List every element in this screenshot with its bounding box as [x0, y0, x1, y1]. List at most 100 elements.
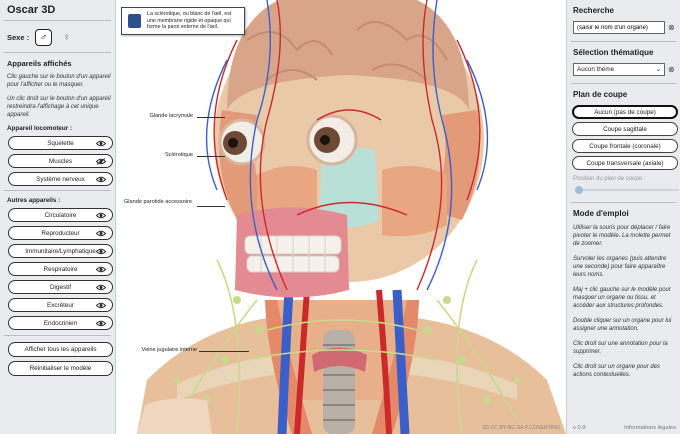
neck-muscle-right [372, 300, 419, 434]
slider-track [575, 189, 679, 191]
eye-icon[interactable] [95, 176, 107, 183]
label-jugular-vein: Veine jugulaire interne [141, 347, 197, 353]
eye-icon[interactable] [95, 266, 107, 273]
tooltip-text: La sclérotique, ou blanc de l'œil, est u… [147, 11, 232, 31]
eye-icon[interactable] [95, 140, 107, 147]
mode-heading: Mode d'emploi [573, 209, 629, 218]
search-heading: Recherche [573, 6, 614, 15]
teeth-lines [260, 236, 326, 272]
leader-line [197, 117, 225, 118]
mode-list: Utiliser la souris pour déplacer / faire… [571, 224, 676, 379]
slider-knob[interactable] [575, 186, 583, 194]
theme-value: Aucun thème [577, 66, 615, 73]
3d-viewport[interactable]: La sclérotique, ou blanc de l'œil, est u… [117, 0, 566, 434]
slider-label: Position du plan de coupe : [573, 176, 646, 182]
divider [4, 52, 111, 53]
anatomy-model[interactable] [117, 0, 566, 434]
cut-button-2[interactable]: Coupe frontale (coronale) [572, 139, 678, 153]
system-label: Système nerveux [36, 175, 85, 183]
leader-line [197, 206, 225, 207]
clear-theme-icon[interactable]: ⊗ [668, 65, 675, 74]
eye-icon[interactable] [95, 302, 107, 309]
credit-text: 3D CC BY-NC-SA P.COSENTINO [482, 425, 560, 431]
male-button[interactable]: ♂ [35, 29, 53, 46]
system-label: Excréteur [47, 301, 74, 309]
system-label: Digestif [50, 283, 71, 291]
brain [227, 0, 469, 110]
label-lacrimal-gland: Glande lacrymale [149, 113, 193, 119]
system-label: Endocrinien [43, 319, 78, 327]
hand [137, 398, 212, 434]
clear-search-icon[interactable]: ⊗ [668, 23, 675, 32]
eye-icon[interactable] [95, 212, 107, 219]
system-toggle-reproducteur[interactable]: Reproducteur [8, 226, 113, 240]
system-toggle-muscles[interactable]: Muscles [8, 154, 113, 168]
instruction-text: Clic droit sur une annotation pour la su… [573, 341, 668, 355]
divider [4, 335, 111, 336]
reset-model-button[interactable]: Réinitialiser le modèle [8, 361, 113, 376]
system-toggle-circulatoire[interactable]: Circulatoire [8, 208, 113, 222]
jugular-right [392, 289, 410, 434]
show-all-button[interactable]: Afficher tous les appareils [8, 342, 113, 357]
leader-line [197, 156, 225, 157]
help-text-2: Un clic droit sur le bouton d'un apparei… [7, 96, 111, 118]
legal-link[interactable]: Informations légales [624, 425, 676, 431]
system-label: Immunitaire/Lymphatique [25, 247, 96, 255]
app-title: Oscar 3D [7, 4, 56, 16]
divider [571, 83, 676, 84]
divider [4, 20, 111, 21]
theme-select[interactable]: Aucun thème ⌄ [573, 63, 665, 76]
female-button[interactable]: ♀ [58, 29, 75, 46]
system-toggle-endocrinien[interactable]: Endocrinien [8, 316, 113, 330]
divider [571, 202, 676, 203]
right-panel: Recherche ⊗ Sélection thématique Aucun t… [566, 0, 680, 434]
chevron-down-icon: ⌄ [655, 66, 661, 73]
veins [205, 0, 489, 291]
brain-gyri [246, 21, 448, 81]
system-label: Respiratoire [43, 265, 78, 273]
cut-button-1[interactable]: Coupe sagittale [572, 122, 678, 136]
system-label: Muscles [48, 157, 73, 165]
divider [4, 190, 111, 191]
pupil-left [228, 138, 238, 148]
system-toggle-respiratoire[interactable]: Respiratoire [8, 262, 113, 276]
leader-line [199, 351, 249, 352]
eye-icon[interactable] [95, 320, 107, 327]
theme-row: Aucun thème ⌄ ⊗ [573, 63, 676, 76]
male-icon: ♂ [39, 32, 48, 43]
person-icon [128, 14, 141, 28]
search-input[interactable] [573, 21, 665, 34]
system-toggle-digestif[interactable]: Digestif [8, 280, 113, 294]
system-toggle-squelette[interactable]: Squelette [8, 136, 113, 150]
theme-heading: Sélection thématique [573, 48, 654, 57]
jugular-left [277, 289, 294, 434]
system-toggle-syst-me-nerveux[interactable]: Système nerveux [8, 172, 113, 186]
sex-label: Sexe : [7, 33, 30, 42]
other-heading: Autres appareils : [7, 197, 61, 204]
carotid-left [294, 289, 310, 434]
system-label: Reproducteur [41, 229, 80, 237]
system-toggle-immunitaire-lymphatique[interactable]: Immunitaire/Lymphatique [8, 244, 113, 258]
arteries [213, 0, 481, 291]
cut-position-slider[interactable] [575, 186, 679, 194]
eye-icon[interactable] [95, 284, 107, 291]
cut-button-0[interactable]: Aucun (pas de coupe) [572, 105, 678, 119]
eye-icon[interactable] [95, 248, 107, 255]
organ-tooltip: La sclérotique, ou blanc de l'œil, est u… [121, 7, 245, 35]
left-panel: Oscar 3D Sexe : ♂ ♀ Appareils affichés C… [0, 0, 116, 434]
lymph-nodes [174, 296, 520, 404]
instruction-text: Survoler les organes (puis attendre une … [573, 256, 667, 278]
system-toggle-excr-teur[interactable]: Excréteur [8, 298, 113, 312]
carotid-right [376, 289, 392, 434]
system-label: Circulatoire [44, 211, 77, 219]
nasal-cartilage [319, 147, 379, 228]
eye-icon[interactable] [95, 230, 107, 237]
cut-button-3[interactable]: Coupe transversale (axiale) [572, 156, 678, 170]
female-icon: ♀ [62, 32, 71, 43]
instruction-text: Utiliser la souris pour déplacer / faire… [573, 225, 671, 247]
version: v 0.9 [573, 425, 586, 431]
eye-off-icon[interactable] [95, 158, 107, 165]
